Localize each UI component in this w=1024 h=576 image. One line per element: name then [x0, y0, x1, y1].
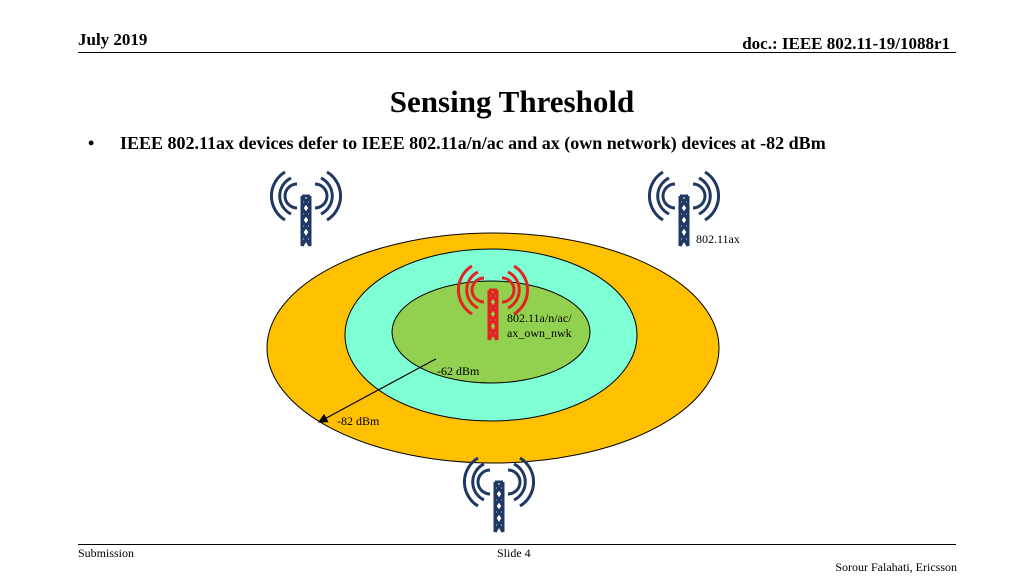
header-doc-id: doc.: IEEE 802.11-19/1088r1 — [742, 34, 950, 53]
inner-threshold-marker — [431, 358, 437, 362]
header-date: July 2019 — [78, 30, 148, 49]
footer-slide-number: Slide 4 — [497, 546, 531, 560]
antenna-tower-icon — [462, 456, 536, 534]
bullet-marker: • — [88, 133, 95, 153]
outer-threshold-arrow — [317, 360, 433, 423]
antenna-tower-icon — [269, 170, 343, 248]
header-divider — [78, 52, 956, 53]
bullet-text: IEEE 802.11ax devices defer to IEEE 802.… — [120, 133, 826, 153]
ax-device-label: 802.11ax — [696, 232, 740, 246]
footer-author: Sorour Falahati, Ericsson — [835, 560, 957, 574]
footer-submission: Submission — [78, 546, 135, 560]
own-network-label-line1: 802.11a/n/ac/ — [507, 311, 572, 325]
inner-threshold-label: -62 dBm — [437, 364, 480, 378]
own-network-label-line2: ax_own_nwk — [507, 326, 572, 340]
slide-title: Sensing Threshold — [389, 84, 635, 119]
footer-divider — [78, 544, 956, 545]
outer-threshold-label: -82 dBm — [337, 414, 380, 428]
